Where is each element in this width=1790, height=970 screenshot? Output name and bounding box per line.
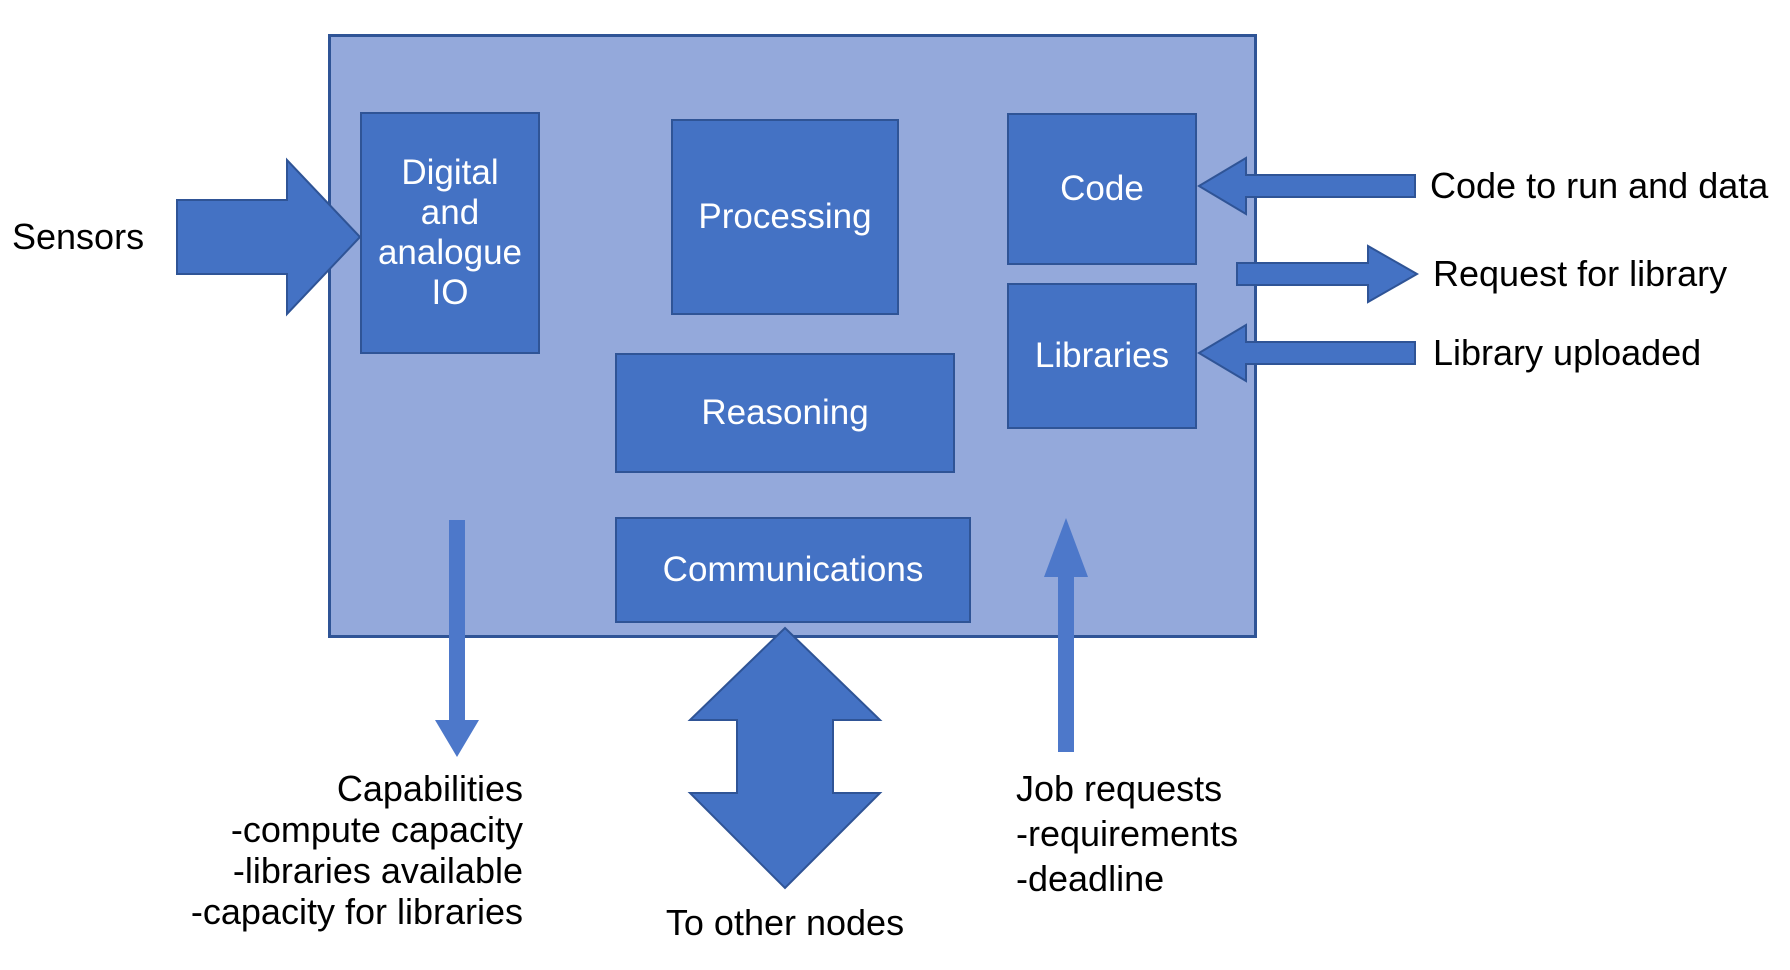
- box-processing: Processing: [671, 119, 899, 315]
- box-communications-label: Communications: [662, 550, 924, 589]
- box-reasoning-label: Reasoning: [701, 393, 869, 432]
- box-digital-analogue-io: Digital and analogue IO: [360, 112, 540, 354]
- box-libraries-label: Libraries: [1034, 336, 1170, 375]
- box-libraries: Libraries: [1007, 283, 1197, 429]
- capabilities-item-capacity: -capacity for libraries: [190, 891, 523, 932]
- library-uploaded-label: Library uploaded: [1433, 332, 1702, 373]
- job-requests-title: Job requests: [1016, 768, 1223, 809]
- job-requests-up-arrow-icon: [1044, 518, 1088, 752]
- to-other-nodes-double-arrow-icon: [687, 626, 883, 890]
- code-to-run-arrow-icon: [1197, 156, 1416, 216]
- request-for-library-label: Request for library: [1433, 253, 1728, 294]
- sensors-input-arrow-icon: [176, 157, 362, 317]
- job-requests-item-deadline: -deadline: [1016, 858, 1165, 899]
- box-code-label: Code: [1060, 169, 1144, 208]
- capabilities-label-block: Capabilities -compute capacity -librarie…: [191, 768, 523, 932]
- box-reasoning: Reasoning: [615, 353, 955, 473]
- code-to-run-label: Code to run and data: [1430, 165, 1769, 206]
- sensors-label: Sensors: [12, 216, 145, 257]
- to-other-nodes-label: To other nodes: [665, 902, 905, 943]
- request-for-library-arrow-icon: [1236, 244, 1420, 304]
- box-digital-analogue-io-label: Digital and analogue IO: [377, 153, 523, 312]
- box-code: Code: [1007, 113, 1197, 265]
- job-requests-label-block: Job requests -requirements -deadline: [1016, 766, 1238, 901]
- capabilities-down-arrow-icon: [435, 520, 479, 757]
- box-processing-label: Processing: [698, 197, 872, 236]
- job-requests-item-requirements: -requirements: [1016, 813, 1239, 854]
- library-uploaded-arrow-icon: [1197, 323, 1416, 383]
- capabilities-item-compute: -compute capacity: [230, 809, 523, 850]
- capabilities-title: Capabilities: [336, 768, 523, 809]
- box-communications: Communications: [615, 517, 971, 623]
- capabilities-item-libraries: -libraries available: [232, 850, 523, 891]
